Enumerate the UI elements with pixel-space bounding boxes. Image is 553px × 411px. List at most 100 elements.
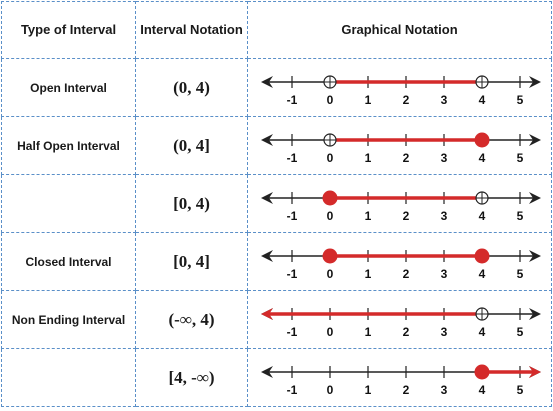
header-type-cell: Type of Interval (1, 1, 136, 59)
tick-label: 5 (516, 267, 523, 281)
tick-label: 2 (402, 267, 409, 281)
header-graph-cell: Graphical Notation (247, 1, 552, 59)
axis-arrow-left (260, 249, 273, 262)
tick-label: 2 (402, 209, 409, 223)
right-endpoint-closed-dot (474, 248, 489, 263)
tick-label: -1 (286, 93, 297, 107)
tick-label: 2 (402, 151, 409, 165)
tick-label: -1 (286, 383, 297, 397)
interval-notation: [0, 4) (173, 193, 210, 213)
notation-cell: (0, 4] (135, 116, 248, 175)
interval-type: Open Interval (30, 80, 107, 95)
tick-label: 4 (478, 151, 485, 165)
axis-arrow-right (528, 191, 541, 204)
left-endpoint-closed-dot (474, 364, 489, 379)
header-type-label: Type of Interval (20, 22, 117, 37)
header-notation-cell: Interval Notation (135, 1, 248, 59)
tick-label: 0 (326, 209, 333, 223)
number-line: -1 0 1 2 3 4 5 (260, 190, 541, 223)
table-row: Closed Interval [0, 4] -1 0 1 2 3 4 5 (1, 232, 552, 291)
graph-cell: -1 0 1 2 3 4 5 (247, 232, 552, 291)
table-row: [4, -∞) -1 0 1 2 3 4 5 (1, 348, 552, 407)
axis-arrow-right (528, 307, 541, 320)
type-cell: Closed Interval (1, 232, 136, 291)
tick-label: 0 (326, 151, 333, 165)
tick-label: 4 (478, 93, 485, 107)
axis-arrow-left (260, 191, 273, 204)
tick-label: 1 (364, 383, 371, 397)
tick-label: 1 (364, 209, 371, 223)
tick-label: 0 (326, 93, 333, 107)
table-row: [0, 4) -1 0 1 2 3 4 5 (1, 174, 552, 233)
axis-arrow-right (528, 249, 541, 262)
tick-label: 5 (516, 209, 523, 223)
tick-label: 3 (440, 151, 447, 165)
table-header-row: Type of Interval Interval Notation Graph… (1, 1, 552, 59)
graph-cell: -1 0 1 2 3 4 5 (247, 58, 552, 117)
right-endpoint-closed-dot (474, 132, 489, 147)
tick-label: 5 (516, 93, 523, 107)
axis-arrow-right (528, 133, 541, 146)
ray-arrow-left (260, 307, 273, 320)
axis-arrow-right (528, 75, 541, 88)
interval-type: Half Open Interval (17, 138, 120, 153)
left-endpoint-closed-dot (322, 248, 337, 263)
interval-notation: (0, 4] (173, 135, 210, 155)
interval-notation: (0, 4) (173, 77, 210, 97)
header-notation-label: Interval Notation (140, 22, 243, 37)
tick-label: 3 (440, 325, 447, 339)
type-cell: Open Interval (1, 58, 136, 117)
tick-label: -1 (286, 267, 297, 281)
interval-notation: (-∞, 4) (168, 309, 215, 329)
tick-label: 5 (516, 151, 523, 165)
left-endpoint-closed-dot (322, 190, 337, 205)
axis-arrow-left (260, 365, 273, 378)
tick-label: 3 (440, 209, 447, 223)
tick-label: 3 (440, 383, 447, 397)
number-line: -1 0 1 2 3 4 5 (260, 364, 541, 397)
type-cell: Half Open Interval (1, 116, 136, 175)
tick-label: 1 (364, 267, 371, 281)
notation-cell: [0, 4) (135, 174, 248, 233)
table-row: Open Interval (0, 4) -1 0 1 2 3 4 5 (1, 58, 552, 117)
number-line: -1 0 1 2 3 4 5 (260, 248, 541, 281)
tick-label: 4 (478, 267, 485, 281)
interval-type: Non Ending Interval (11, 312, 126, 327)
type-cell (1, 348, 136, 407)
axis-arrow-left (260, 75, 273, 88)
number-line: -1 0 1 2 3 4 5 (260, 74, 541, 107)
notation-cell: [0, 4] (135, 232, 248, 291)
type-cell (1, 174, 136, 233)
tick-label: 0 (326, 383, 333, 397)
tick-label: 1 (364, 325, 371, 339)
tick-label: 2 (402, 325, 409, 339)
notation-cell: (-∞, 4) (135, 290, 248, 349)
tick-label: 0 (326, 325, 333, 339)
tick-label: 0 (326, 267, 333, 281)
interval-notation: [0, 4] (173, 251, 210, 271)
graph-cell: -1 0 1 2 3 4 5 (247, 348, 552, 407)
type-cell: Non Ending Interval (1, 290, 136, 349)
tick-label: 2 (402, 93, 409, 107)
tick-label: 4 (478, 325, 485, 339)
tick-label: 5 (516, 383, 523, 397)
tick-label: 1 (364, 93, 371, 107)
tick-label: -1 (286, 209, 297, 223)
graph-cell: -1 0 1 2 3 4 5 (247, 174, 552, 233)
tick-label: 2 (402, 383, 409, 397)
tick-label: -1 (286, 325, 297, 339)
interval-type: Closed Interval (25, 254, 112, 269)
tick-label: 4 (478, 209, 485, 223)
notation-cell: [4, -∞) (135, 348, 248, 407)
header-graph-label: Graphical Notation (341, 22, 458, 37)
tick-label: 3 (440, 93, 447, 107)
tick-label: 4 (478, 383, 485, 397)
tick-label: 3 (440, 267, 447, 281)
tick-label: -1 (286, 151, 297, 165)
